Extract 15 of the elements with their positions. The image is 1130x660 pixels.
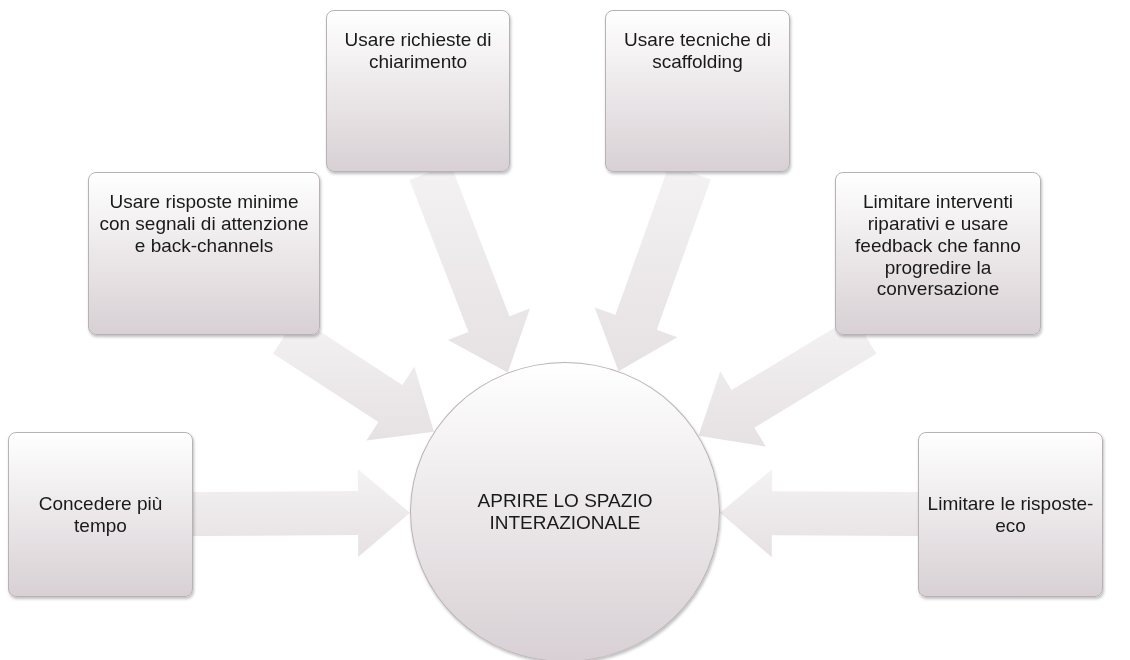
idea-box	[8, 432, 193, 597]
node-label: Limitare le risposte-eco	[926, 492, 1095, 537]
node-label: APRIRE LO SPAZIO INTERAZIONALE	[476, 490, 654, 534]
node-label: Limitare interventi riparativi e usare feedback che fanno progredire la conversazione	[854, 191, 1022, 301]
block-arrow	[720, 469, 919, 558]
node-label: Usare richieste di chiarimento	[343, 29, 493, 73]
block-arrow	[192, 469, 410, 558]
node-label: Usare tecniche di scaffolding	[623, 29, 772, 73]
node-label: Concedere più tempo	[37, 492, 164, 537]
idea-box	[605, 10, 790, 172]
idea-box	[918, 432, 1103, 597]
idea-box	[88, 172, 320, 335]
node-label: Usare risposte minime con segnali di attenzione e back-channels	[98, 191, 310, 257]
idea-box	[835, 172, 1041, 335]
idea-box	[326, 10, 510, 172]
